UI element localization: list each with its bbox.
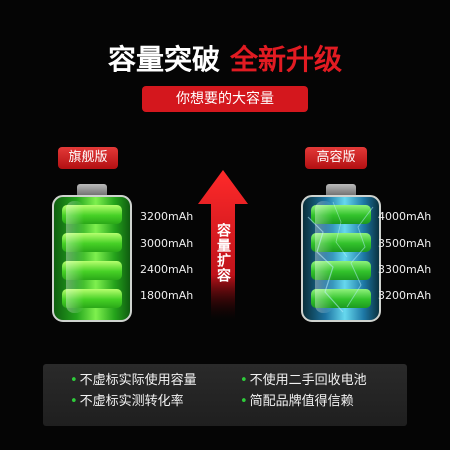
capacity-label: 1800mAh	[140, 289, 194, 302]
bullet-icon: •	[240, 394, 248, 409]
feature-text: 不虚标实际使用容量	[79, 373, 197, 388]
capacity-label: 3000mAh	[140, 237, 194, 250]
arrow-label: 容量扩容	[215, 223, 231, 283]
battery-segment	[62, 261, 122, 280]
bullet-icon: •	[70, 373, 78, 388]
bullet-icon: •	[240, 373, 248, 388]
battery-gloss	[66, 201, 84, 313]
subtitle-banner: 你想要的大容量	[142, 86, 308, 112]
green-battery-icon	[52, 184, 132, 322]
battery-segment	[311, 205, 371, 224]
feature-item: •不虚标实测转化率	[70, 393, 184, 411]
feature-item: •简配品牌值得信赖	[240, 393, 354, 411]
feature-text: 简配品牌值得信赖	[249, 394, 354, 409]
feature-text: 不虚标实测转化率	[79, 394, 184, 409]
battery-segment	[311, 261, 371, 280]
headline: 容量突破全新升级	[0, 40, 450, 80]
blue-battery-icon	[301, 184, 381, 322]
battery-cap	[77, 184, 107, 197]
capacity-label: 3500mAh	[378, 237, 432, 250]
battery-segment	[62, 233, 122, 252]
headline-white: 容量突破	[107, 43, 220, 76]
battery-body	[301, 195, 381, 322]
features-panel	[43, 364, 407, 426]
battery-segment	[311, 233, 371, 252]
upgrade-arrow-icon	[198, 170, 248, 320]
battery-segment	[62, 289, 122, 308]
battery-body	[52, 195, 132, 322]
headline-red: 全新升级	[230, 43, 343, 76]
feature-item: •不使用二手回收电池	[240, 372, 367, 390]
capacity-label: 3300mAh	[378, 263, 432, 276]
capacity-label: 2400mAh	[140, 263, 194, 276]
feature-item: •不虚标实际使用容量	[70, 372, 197, 390]
battery-segment	[62, 205, 122, 224]
high-capacity-tag: 高容版	[305, 147, 367, 169]
battery-cap	[326, 184, 356, 197]
lightning-texture-icon	[307, 201, 374, 313]
capacity-label: 4000mAh	[378, 210, 432, 223]
capacity-label: 3200mAh	[378, 289, 432, 302]
feature-text: 不使用二手回收电池	[249, 373, 367, 388]
capacity-label: 3200mAh	[140, 210, 194, 223]
bullet-icon: •	[70, 394, 78, 409]
flagship-tag: 旗舰版	[58, 147, 118, 169]
battery-gloss	[315, 201, 333, 313]
